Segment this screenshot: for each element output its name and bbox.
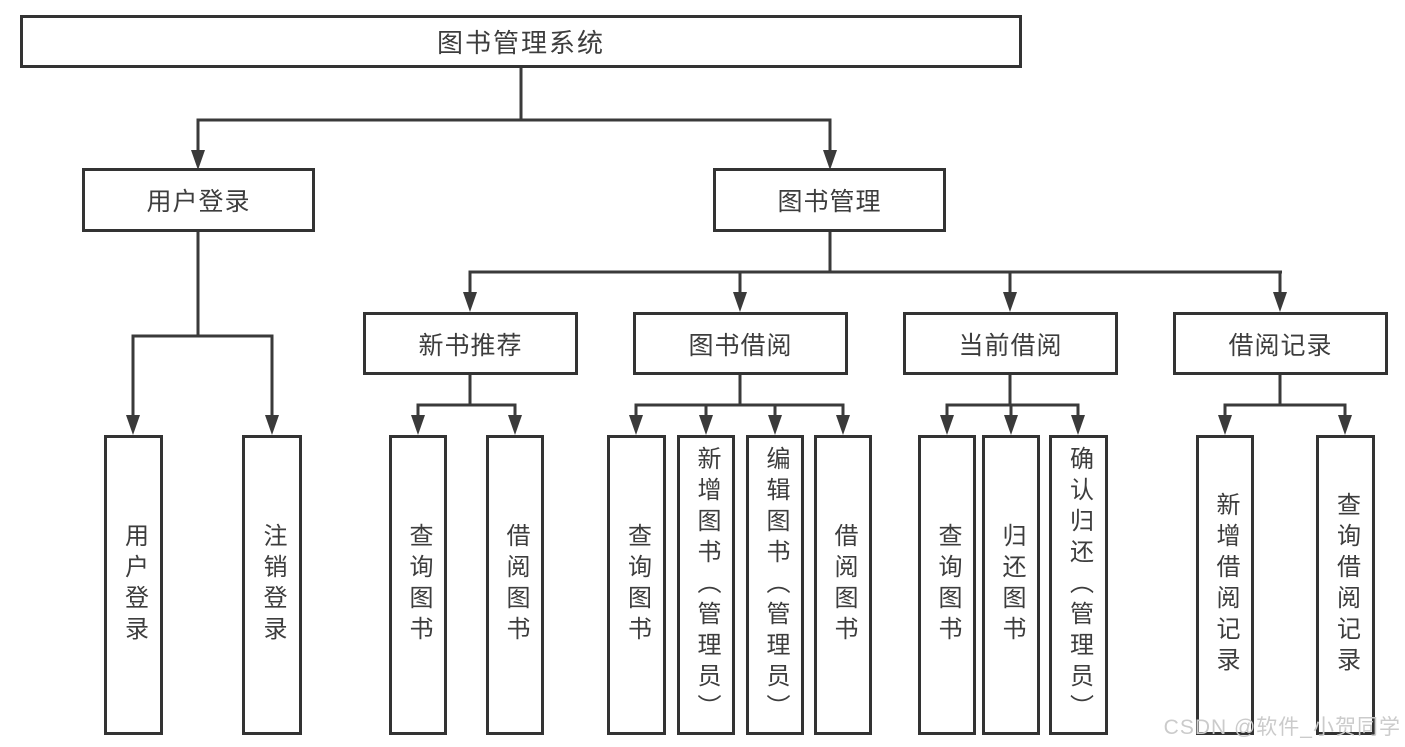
node-user-login-label: 用户登录 <box>146 188 251 216</box>
node-new-book-recommend-label: 新书推荐 <box>418 331 523 360</box>
leaf-logout-label: 注销登录 <box>259 523 286 647</box>
node-root: 图书管理系统 <box>20 15 1022 68</box>
leaf-borrow-books: 借阅图书 <box>814 435 872 735</box>
leaf-add-borrow-record: 新增借阅记录 <box>1196 435 1254 735</box>
leaf-logout: 注销登录 <box>242 435 302 735</box>
leaf-confirm-return-admin-label: 确认归还（管理员） <box>1065 445 1093 725</box>
leaf-query-books-borrow-label: 查询图书 <box>623 523 651 647</box>
leaf-edit-book-admin-label: 编辑图书（管理员） <box>762 445 789 725</box>
leaf-user-login-label: 用户登录 <box>120 523 148 647</box>
leaf-query-books-current: 查询图书 <box>918 435 976 735</box>
leaf-user-login: 用户登录 <box>104 435 163 735</box>
leaf-add-book-admin: 新增图书（管理员） <box>677 435 735 735</box>
leaf-return-books-label: 归还图书 <box>998 523 1025 647</box>
leaf-query-books-current-label: 查询图书 <box>934 523 961 647</box>
node-root-label: 图书管理系统 <box>436 28 605 58</box>
leaf-query-books-recommend: 查询图书 <box>389 435 447 735</box>
node-borrow-records: 借阅记录 <box>1173 312 1388 375</box>
node-book-management-label: 图书管理 <box>777 188 882 216</box>
leaf-add-book-admin-label: 新增图书（管理员） <box>693 445 720 725</box>
node-book-management: 图书管理 <box>713 168 946 232</box>
leaf-query-borrow-record: 查询借阅记录 <box>1316 435 1375 735</box>
leaf-return-books: 归还图书 <box>982 435 1040 735</box>
node-borrow-records-label: 借阅记录 <box>1228 331 1333 360</box>
leaf-query-books-recommend-label: 查询图书 <box>405 523 432 647</box>
node-user-login: 用户登录 <box>82 168 315 232</box>
leaf-edit-book-admin: 编辑图书（管理员） <box>746 435 804 735</box>
leaf-borrow-books-label: 借阅图书 <box>830 523 857 647</box>
leaf-confirm-return-admin: 确认归还（管理员） <box>1049 435 1108 735</box>
leaf-borrow-books-recommend-label: 借阅图书 <box>502 523 529 647</box>
leaf-borrow-books-recommend: 借阅图书 <box>486 435 544 735</box>
leaf-query-books-borrow: 查询图书 <box>607 435 666 735</box>
node-new-book-recommend: 新书推荐 <box>363 312 578 375</box>
leaf-query-borrow-record-label: 查询借阅记录 <box>1332 492 1360 678</box>
node-current-borrow: 当前借阅 <box>903 312 1118 375</box>
watermark: CSDN @软件_小贺同学 <box>1163 716 1401 739</box>
leaf-add-borrow-record-label: 新增借阅记录 <box>1212 492 1239 678</box>
node-current-borrow-label: 当前借阅 <box>958 331 1063 360</box>
node-book-borrow: 图书借阅 <box>633 312 848 375</box>
node-book-borrow-label: 图书借阅 <box>688 331 793 360</box>
